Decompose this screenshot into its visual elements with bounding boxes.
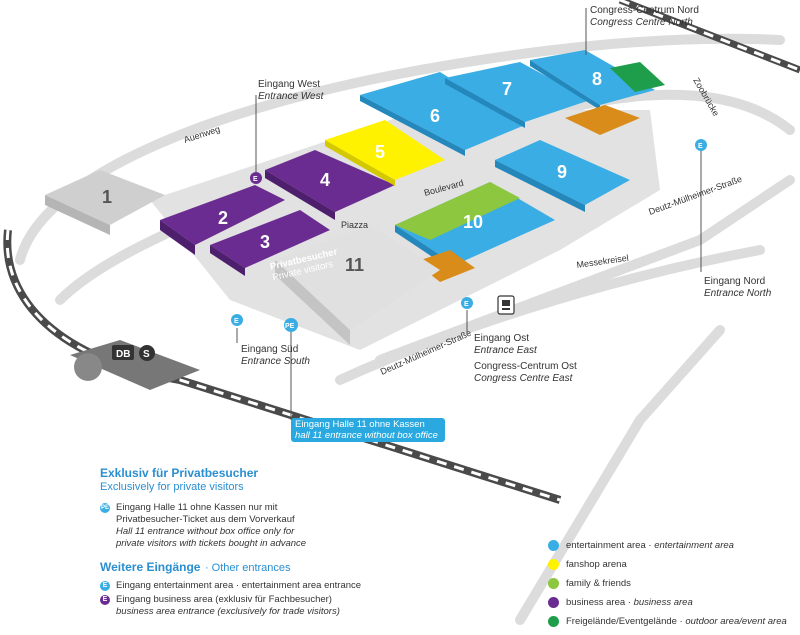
entrance-marker-north[interactable]: E	[695, 139, 707, 151]
hall-11[interactable]: 11	[275, 225, 440, 345]
svg-text:PE: PE	[285, 323, 295, 330]
legend-entrances: Exklusiv für Privatbesucher Exclusively …	[100, 466, 460, 618]
db-label: DB	[116, 349, 130, 360]
svg-text:3: 3	[260, 232, 270, 252]
svg-text:11: 11	[345, 255, 364, 275]
svg-text:9: 9	[557, 162, 567, 182]
svg-text:5: 5	[375, 142, 385, 162]
svg-text:4: 4	[320, 170, 330, 190]
legend-private-subtitle: Exclusively for private visitors	[100, 481, 244, 493]
station-building	[70, 340, 200, 390]
outdoor-event-area	[610, 62, 665, 92]
svg-text:2: 2	[218, 208, 228, 228]
legend-family: family & friends	[548, 578, 798, 597]
svg-text:10: 10	[463, 212, 483, 232]
svg-text:7: 7	[502, 79, 512, 99]
legend-pe-row: PE Eingang Halle 11 ohne Kassen nur mit …	[100, 502, 307, 549]
hall-1[interactable]: 1	[45, 170, 165, 235]
legend-outdoor: Freigelände/Eventgelände · outdoor area/…	[548, 616, 798, 635]
tram-icon	[497, 295, 515, 315]
hall-5[interactable]: 5	[325, 120, 445, 186]
hall-3[interactable]: 3	[210, 210, 330, 276]
label-congress-north: Congress-Centrum Nord Congress Centre No…	[590, 5, 699, 28]
legend-private-title: Exklusiv für Privatbesucher	[100, 466, 259, 480]
svg-text:E: E	[234, 318, 239, 325]
label-entrance-south: Eingang Süd Entrance South	[241, 344, 310, 367]
place-piazza: Piazza	[341, 220, 368, 230]
pe-icon: PE	[100, 503, 110, 513]
sbahn-sign	[139, 345, 155, 361]
db-sign	[112, 345, 134, 360]
legend-areas: entertainment area · entertainment area …	[548, 540, 798, 635]
legend-e-purple-row: E Eingang business area (exklusiv für Fa…	[100, 594, 460, 618]
hall-2[interactable]: 2	[160, 185, 285, 255]
entrance-marker-west[interactable]: E	[250, 172, 262, 184]
sbahn-label: S	[143, 349, 150, 360]
legend-entertainment: entertainment area · entertainment area	[548, 540, 798, 559]
hall11-callout: Eingang Halle 11 ohne Kassen hall 11 ent…	[291, 418, 445, 442]
label-entrance-north: Eingang Nord Entrance North	[704, 276, 772, 299]
svg-text:8: 8	[592, 69, 602, 89]
entertainment-dot	[548, 540, 559, 551]
legend-other-title: Weitere Eingänge · Other entrances	[100, 560, 291, 574]
street-deutz-muelheimer-east: Deutz-Mülheimer-Straße	[647, 174, 743, 217]
fanshop-block-north	[565, 105, 640, 135]
legend-fanshop: fanshop arena	[548, 559, 798, 578]
svg-text:E: E	[464, 301, 469, 308]
roads	[15, 33, 795, 625]
svg-text:E: E	[253, 176, 258, 183]
label-entrance-west: Eingang West Entrance West	[258, 79, 324, 102]
entrance-marker-south[interactable]: E	[231, 314, 243, 326]
hall-7[interactable]: 7	[445, 62, 590, 128]
family-dot	[548, 578, 559, 589]
e-purple-icon: E	[100, 595, 110, 605]
legend-business: business area · business area	[548, 597, 798, 616]
label-entrance-east: Eingang Ost Entrance East	[474, 333, 537, 356]
entrance-marker-private[interactable]: PE	[284, 318, 298, 332]
hall-4[interactable]: 4	[265, 150, 395, 220]
fanshop-dot	[548, 559, 559, 570]
svg-text:E: E	[698, 143, 703, 150]
station-dome	[74, 353, 102, 381]
legend-e-blue-row: E Eingang entertainment area · entertain…	[100, 580, 460, 592]
e-blue-icon: E	[100, 581, 110, 591]
svg-text:6: 6	[430, 106, 440, 126]
entrance-marker-east[interactable]: E	[461, 297, 473, 309]
outdoor-dot	[548, 616, 559, 627]
svg-text:1: 1	[102, 187, 112, 207]
leader-lines	[236, 8, 702, 420]
hall-8[interactable]: 8	[530, 50, 655, 110]
business-dot	[548, 597, 559, 608]
label-congress-east: Congress-Centrum Ost Congress Centre Eas…	[474, 361, 577, 384]
hall-6[interactable]: 6	[360, 72, 525, 156]
hall-9[interactable]: 9	[495, 140, 630, 212]
